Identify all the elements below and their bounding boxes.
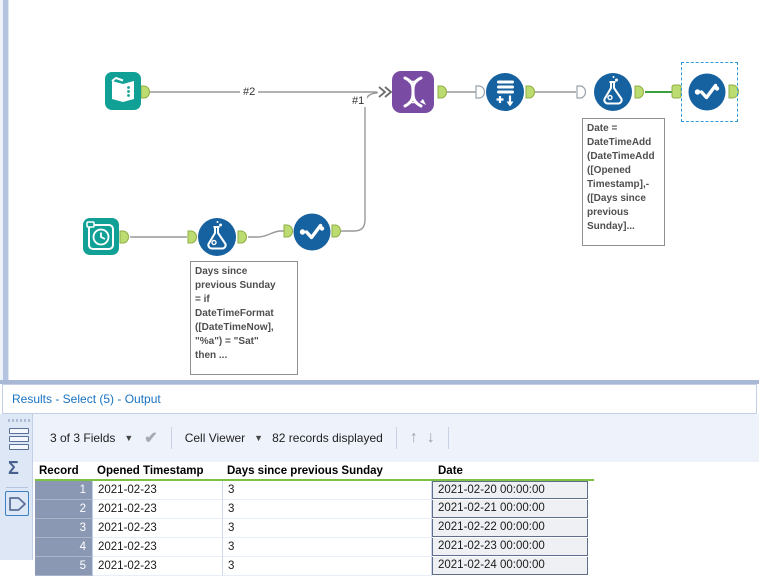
anchor-select-upper-in[interactable]	[671, 84, 682, 99]
select-tool-upper[interactable]	[688, 73, 726, 116]
anchor-select-upper-out[interactable]	[728, 84, 739, 99]
check-dots-icon	[293, 213, 331, 251]
polygon-view-button[interactable]	[5, 491, 29, 516]
row-number[interactable]: 1	[35, 481, 93, 500]
canvas-left-edge	[0, 0, 3, 381]
connection-label-1[interactable]: #1	[349, 95, 368, 107]
select-tool-lower[interactable]	[293, 213, 331, 256]
fields-selector[interactable]: 3 of 3 Fields	[50, 431, 116, 445]
apply-check-icon[interactable]: ✔	[144, 430, 158, 447]
table-cell[interactable]: 2021-02-23	[93, 500, 223, 519]
results-toolbar-band	[0, 414, 759, 462]
canvas-left-panel-edge[interactable]	[3, 0, 9, 381]
annotation-days-since[interactable]: Days since previous Sunday = if DateTime…	[190, 261, 298, 375]
column-header-days[interactable]: Days since previous Sunday	[223, 463, 432, 481]
toolbar-separator	[395, 427, 397, 449]
results-header: Results - Select (5) - Output	[2, 384, 757, 414]
rows-plus-arrow-icon	[486, 73, 524, 111]
table-cell-date[interactable]: 2021-02-22 00:00:00	[432, 519, 588, 537]
formula-tool-lower[interactable]	[197, 217, 237, 262]
anchor-generaterows-out[interactable]	[525, 85, 535, 99]
panel-grip-handle[interactable]	[8, 419, 30, 422]
table-cell[interactable]: 3	[223, 519, 432, 538]
anchor-generaterows-in[interactable]	[475, 85, 486, 99]
results-title: Results - Select (5) - Output	[12, 392, 161, 406]
tool-selection-box	[681, 62, 738, 122]
fields-dropdown-caret-icon[interactable]: ▼	[124, 433, 134, 443]
records-displayed-label: 82 records displayed	[272, 431, 383, 445]
table-cell[interactable]: 3	[223, 500, 432, 519]
toolbar-separator	[170, 427, 172, 449]
cell-viewer-selector[interactable]: Cell Viewer	[184, 431, 246, 445]
column-header-opened[interactable]: Opened Timestamp	[93, 463, 223, 481]
anchor-formula-lower-out[interactable]	[237, 230, 247, 244]
table-cell-date[interactable]: 2021-02-21 00:00:00	[432, 500, 588, 518]
row-number[interactable]: 3	[35, 519, 93, 538]
column-header-record[interactable]: Record	[35, 463, 93, 481]
toolbar-separator	[447, 427, 449, 449]
column-header-date[interactable]: Date	[432, 463, 594, 481]
annotation-date-formula[interactable]: Date = DateTimeAdd (DateTimeAdd ([Opened…	[582, 118, 665, 246]
join-multi-input-icon	[378, 86, 393, 98]
down-arrow-icon[interactable]: ↓	[426, 429, 435, 446]
clock-icon	[83, 218, 119, 255]
anchor-input-data-out[interactable]	[140, 85, 150, 99]
connection-label-2[interactable]: #2	[240, 86, 259, 98]
book-icon	[105, 72, 141, 110]
anchor-formula-upper-in[interactable]	[576, 85, 587, 99]
anchor-formula-upper-out[interactable]	[634, 85, 644, 99]
polygon-icon	[9, 496, 26, 511]
anchor-formula-lower-in[interactable]	[187, 230, 197, 244]
cell-viewer-dropdown-caret-icon[interactable]: ▼	[254, 433, 264, 443]
table-cell[interactable]: 2021-02-23	[93, 519, 223, 538]
table-cell-date[interactable]: 2021-02-20 00:00:00	[432, 481, 588, 499]
table-cell[interactable]: 3	[223, 538, 432, 557]
anchor-join-out[interactable]	[437, 85, 447, 99]
strip-divider	[6, 487, 28, 488]
workflow-canvas[interactable]: #2 #1	[0, 0, 759, 381]
join-multiple-tool[interactable]	[391, 70, 435, 119]
input-data-tool[interactable]	[104, 71, 142, 116]
table-rows-icon[interactable]	[9, 428, 29, 452]
results-toolbar: 3 of 3 Fields ▼ ✔ Cell Viewer ▼ 82 recor…	[34, 414, 453, 462]
table-cell[interactable]: 2021-02-23	[93, 538, 223, 557]
check-dots-icon	[688, 73, 726, 111]
row-number[interactable]: 4	[35, 538, 93, 557]
anchor-datetime-out[interactable]	[119, 230, 129, 244]
generate-rows-tool[interactable]	[485, 72, 525, 117]
anchor-select-lower-in[interactable]	[283, 224, 293, 238]
connection-select-to-join[interactable]	[341, 91, 379, 232]
sigma-icon[interactable]: Σ	[8, 458, 19, 478]
dna-icon	[392, 71, 434, 113]
anchor-select-lower-out[interactable]	[331, 224, 341, 238]
date-time-now-tool[interactable]	[82, 217, 120, 261]
connection-formula-to-select-lower[interactable]	[248, 230, 284, 238]
table-cell-date[interactable]: 2021-02-23 00:00:00	[432, 538, 588, 556]
formula-tool-upper[interactable]	[593, 72, 633, 117]
table-cell[interactable]: 3	[223, 481, 432, 500]
flask-icon	[594, 73, 632, 111]
row-number[interactable]: 2	[35, 500, 93, 519]
canvas-results-splitter[interactable]	[0, 380, 759, 384]
table-cell[interactable]: 2021-02-23	[93, 481, 223, 500]
results-table[interactable]: Record Opened Timestamp Days since previ…	[35, 463, 594, 576]
up-arrow-icon[interactable]: ↑	[409, 429, 418, 446]
flask-icon	[198, 218, 236, 256]
